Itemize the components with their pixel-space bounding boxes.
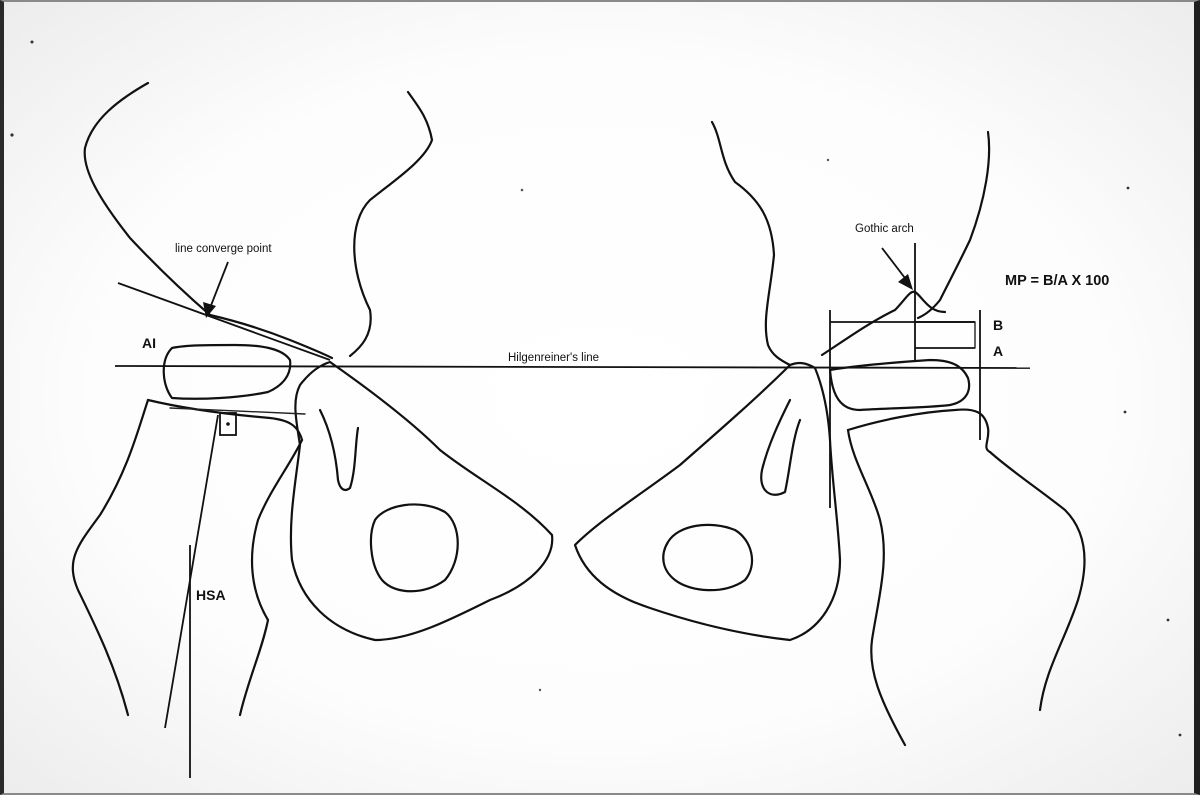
left-ischium xyxy=(289,360,554,642)
artifact-dot xyxy=(826,158,830,162)
label-line-converge-point: line converge point xyxy=(175,243,272,255)
left-femur-shaft-outer xyxy=(71,398,150,717)
left-ilium-inner xyxy=(348,90,434,358)
converge-point-arrow-shaft xyxy=(209,261,229,309)
hsa-marker-dot xyxy=(226,422,230,426)
right-ischial-notch xyxy=(760,398,802,496)
artifact-dot xyxy=(1123,410,1127,414)
left-acetabular-roof xyxy=(208,313,334,360)
gothic-arch-arrow-shaft xyxy=(881,247,909,283)
label-hilgenreiners-line: Hilgenreiner's line xyxy=(508,352,599,364)
right-femur-shaft-inner xyxy=(846,428,907,747)
converge-point-arrowhead xyxy=(203,302,216,318)
right-femur-neck xyxy=(846,408,992,454)
left-ischial-notch xyxy=(318,408,360,491)
right-obturator-foramen xyxy=(662,523,754,592)
label-b: B xyxy=(993,317,1003,333)
gothic-arch-arrowhead xyxy=(898,274,913,290)
right-femur-shaft-outer xyxy=(988,450,1086,712)
label-hsa: HSA xyxy=(196,587,226,603)
right-ilium-inner xyxy=(710,120,792,367)
hilgenreiners-line xyxy=(114,365,1031,369)
label-mp-formula: MP = B/A X 100 xyxy=(1005,273,1109,289)
artifact-dot xyxy=(1126,186,1130,190)
left-femoral-head xyxy=(162,343,292,400)
right-femoral-head xyxy=(828,358,971,412)
left-femur-shaft-inner xyxy=(238,438,304,717)
label-a: A xyxy=(993,343,1003,359)
artifact-dot xyxy=(520,188,524,192)
right-acetabular-roof xyxy=(820,290,947,357)
left-obturator-foramen xyxy=(369,503,459,593)
label-ai: AI xyxy=(142,335,156,351)
artifact-dot xyxy=(1166,618,1170,622)
left-ilium-outer xyxy=(83,81,212,317)
acetabular-index-line xyxy=(117,282,331,361)
artifact-dot xyxy=(1178,733,1182,737)
artifact-dot xyxy=(10,133,14,137)
label-gothic-arch: Gothic arch xyxy=(855,223,914,235)
hsa-neck-axis-line xyxy=(164,414,219,729)
left-femur-neck-top xyxy=(146,398,304,442)
hsa-neck-line xyxy=(169,407,306,415)
right-ilium-outer xyxy=(916,130,991,320)
artifact-dot xyxy=(538,688,542,692)
hsa-perpendicular-marker xyxy=(219,412,237,436)
artifact-dot xyxy=(30,40,34,44)
right-ischium xyxy=(573,361,842,642)
